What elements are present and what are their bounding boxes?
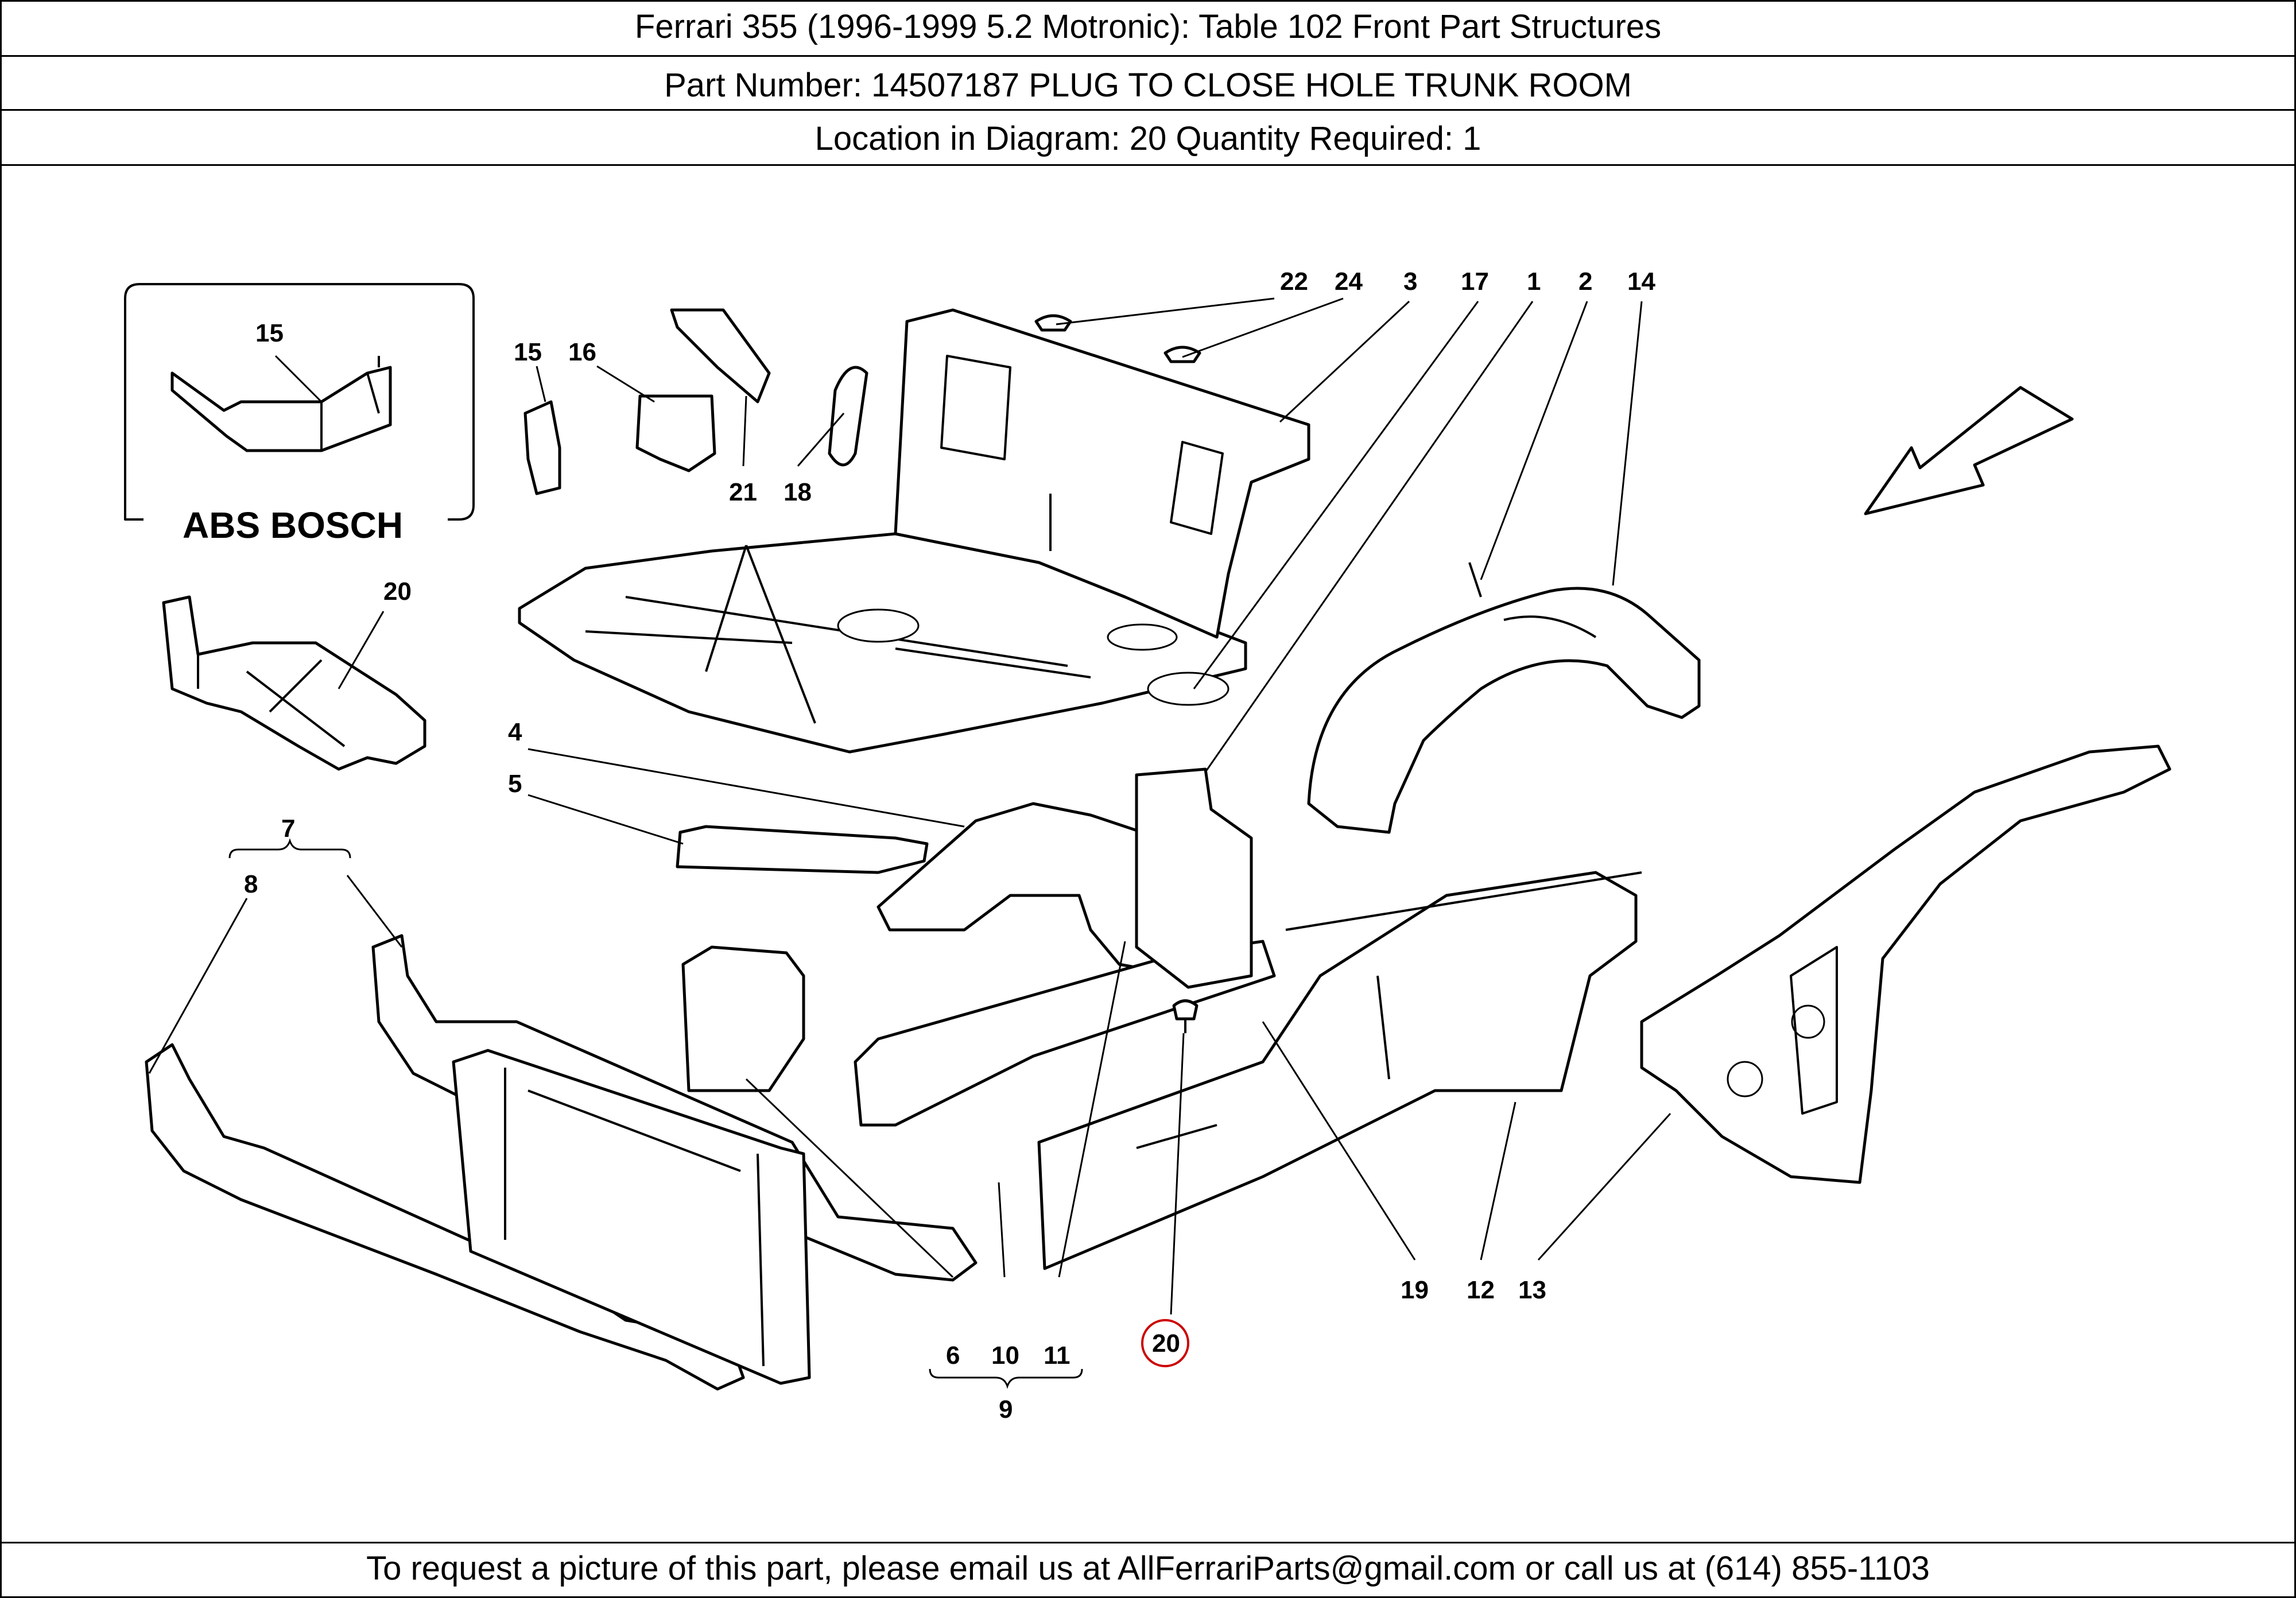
callout-8: 8 <box>244 870 258 898</box>
location-line: Location in Diagram: 20 Quantity Require… <box>815 120 1481 157</box>
callout-7: 7 <box>281 814 295 843</box>
part-7-crossmember <box>371 934 978 1282</box>
callout-15-inset: 15 <box>255 319 284 347</box>
callout-23: 22 <box>1280 267 1308 296</box>
callout-3: 3 <box>1403 267 1417 296</box>
callout-22: 21 <box>729 478 757 506</box>
part-16-bracket <box>635 394 716 472</box>
trunk-rear-wall <box>894 308 1310 639</box>
callout-2: 2 <box>1578 267 1592 296</box>
inset-label: ABS BOSCH <box>183 505 403 546</box>
callout-13: 13 <box>1518 1276 1546 1304</box>
callout-1: 1 <box>1527 267 1541 296</box>
callout-6: 6 <box>946 1341 960 1370</box>
part-24-grommet <box>1163 346 1201 363</box>
part-18-plug <box>828 366 868 467</box>
callout-24: 24 <box>1335 267 1363 296</box>
highlight-ring <box>1141 1319 1189 1367</box>
divider <box>0 55 2296 57</box>
callout-16: 16 <box>568 338 596 366</box>
callouts: 22 24 3 17 1 2 14 15 15 16 21 18 20 4 5 … <box>244 267 1655 1424</box>
radiator-frame <box>452 1049 811 1385</box>
part-13-front-panel <box>1640 744 2171 1184</box>
callout-12: 12 <box>1467 1276 1495 1304</box>
callout-17: 17 <box>1461 267 1489 296</box>
callout-21: 20 <box>383 577 412 606</box>
part-14-wheel-arch <box>1307 587 1701 834</box>
part-22-bracket <box>670 308 771 404</box>
part-6-bracket <box>681 945 805 1092</box>
callout-5: 5 <box>508 770 522 798</box>
callout-10: 10 <box>991 1341 1019 1370</box>
callout-19: 19 <box>1401 1276 1429 1304</box>
part-21-bracket <box>162 595 426 771</box>
callout-4: 4 <box>508 718 522 746</box>
callout-18: 18 <box>784 478 812 506</box>
callout-20: 20 <box>1152 1329 1180 1357</box>
part-23-grommet <box>1034 314 1072 332</box>
callout-15: 15 <box>514 338 542 366</box>
abs-inset: ABS BOSCH <box>124 283 475 546</box>
callout-9: 9 <box>999 1395 1013 1424</box>
part-number-line: Part Number: 14507187 PLUG TO CLOSE HOLE… <box>664 67 1632 104</box>
part-20-plug <box>1172 999 1199 1033</box>
leader-lines <box>148 297 1671 1389</box>
callout-14: 14 <box>1627 267 1655 296</box>
callout-11: 11 <box>1044 1341 1071 1370</box>
part-5-rail <box>676 825 929 874</box>
divider <box>0 109 2296 111</box>
trunk-floor-panel <box>518 532 1247 754</box>
direction-arrow <box>1864 386 2074 515</box>
divider <box>0 1542 2296 1543</box>
part-1-bracket <box>1135 767 1253 989</box>
footer-contact: To request a picture of this part, pleas… <box>366 1550 1930 1587</box>
part-10-chassis-rail <box>854 940 1276 1127</box>
parts-diagram: ABS BOSCH <box>124 267 2171 1424</box>
part-15-clip <box>523 400 561 495</box>
page-title: Ferrari 355 (1996-1999 5.2 Motronic): Ta… <box>634 8 1662 45</box>
divider <box>0 164 2296 166</box>
part-12-side-member <box>1037 871 1638 1270</box>
